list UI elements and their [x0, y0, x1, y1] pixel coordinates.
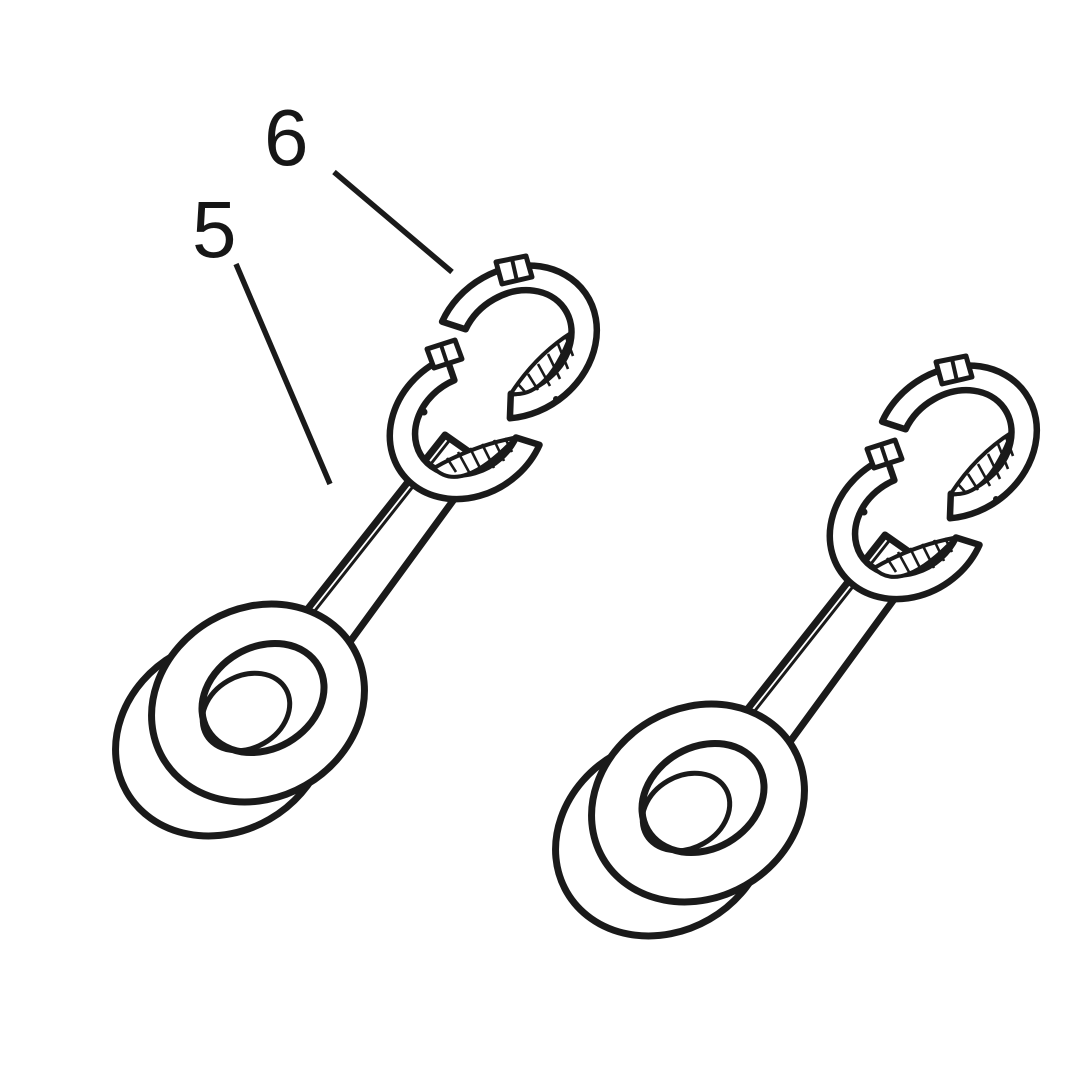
connecting-rod-right: [519, 356, 1037, 974]
connecting-rod-left: [79, 256, 597, 874]
leader-line-5: [233, 262, 333, 486]
part-label-5: 5: [192, 185, 237, 274]
part-label-6: 6: [264, 93, 309, 182]
leader-line-6: [332, 169, 454, 275]
